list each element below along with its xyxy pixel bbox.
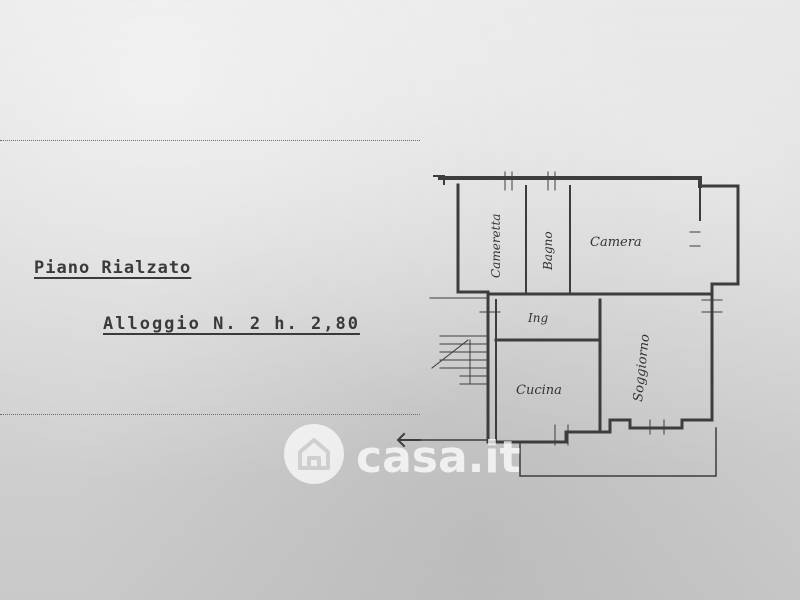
unit-subtitle: Alloggio N. 2 h. 2,80 [103, 314, 360, 334]
stairs [431, 335, 489, 385]
window-marks [479, 171, 723, 446]
outer-wall-north-east [698, 184, 740, 286]
room-label-camera: Camera [590, 235, 642, 250]
entry-marker [396, 432, 421, 448]
room-label-cameretta: Cameretta [489, 214, 503, 278]
watermark: casa.it [284, 424, 520, 484]
house-icon-shape [298, 438, 330, 470]
house-icon [284, 424, 344, 484]
outer-wall-south [486, 418, 684, 444]
floor-title: Piano Rialzato [34, 258, 192, 278]
room-label-soggiorno: Soggiorno [631, 333, 653, 402]
dotted-rule-bottom [0, 414, 420, 415]
dotted-rule-top [0, 140, 420, 141]
room-label-bagno: Bagno [541, 231, 555, 271]
stair-wall [456, 290, 490, 444]
outer-wall-top [438, 176, 702, 188]
outer-wall-east [680, 282, 714, 430]
room-label-cucina: Cucina [516, 383, 562, 398]
watermark-brand: casa.it [356, 432, 520, 483]
corner-marker [433, 175, 445, 185]
room-label-ingresso: Ing [527, 311, 548, 325]
south-balcony [419, 427, 717, 477]
